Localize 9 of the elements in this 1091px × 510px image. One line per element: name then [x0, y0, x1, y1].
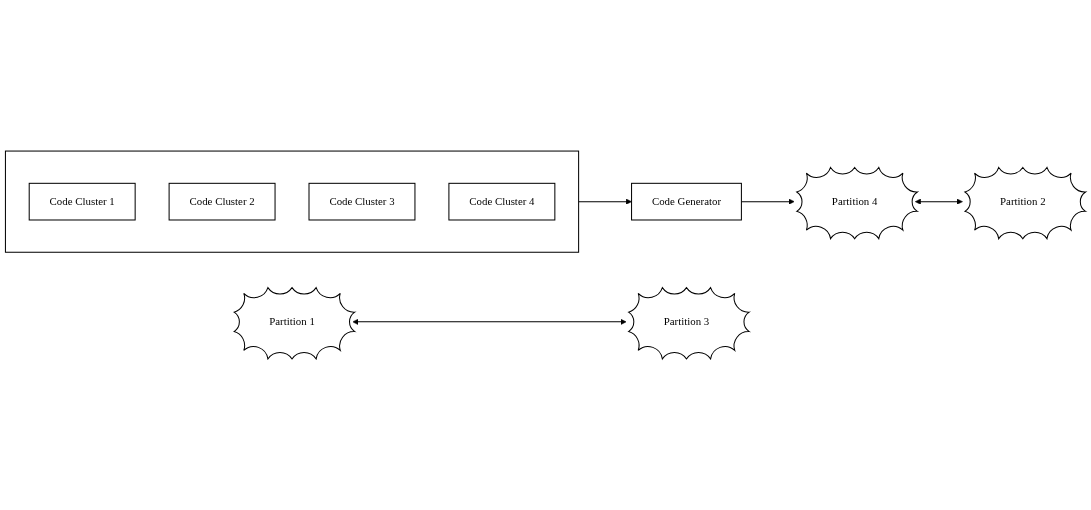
node-box: Code Generator: [631, 182, 742, 221]
node-box: Code Cluster 2: [168, 182, 276, 221]
node-box: Code Cluster 3: [308, 182, 416, 221]
node-box: Code Cluster 4: [448, 182, 556, 221]
arrow: [915, 198, 963, 205]
arrow: [578, 198, 632, 205]
arrow: [352, 318, 627, 325]
cluster: [4, 150, 580, 253]
node-box: Code Cluster 1: [28, 182, 136, 221]
